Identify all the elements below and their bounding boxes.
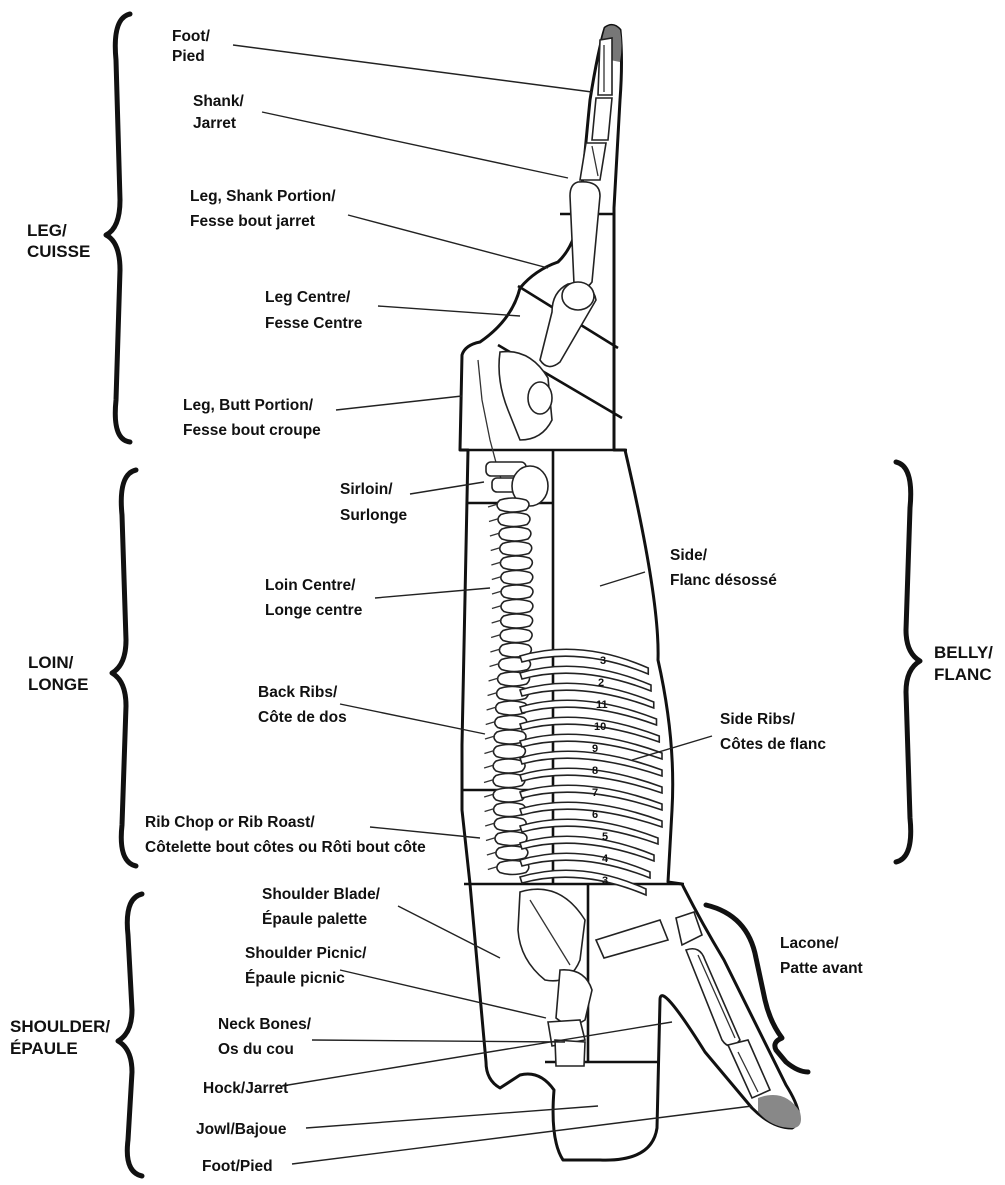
label-shank-en: Shank/ [193, 93, 245, 110]
rib-number: 9 [592, 743, 598, 755]
rib-number: 5 [602, 831, 608, 843]
label-leg-butt-portion: Leg, Butt Portion/ Fesse bout croupe [183, 397, 321, 439]
label-sirloin-en: Sirloin/ [340, 481, 393, 498]
label-leg-centre-fr: Fesse Centre [265, 315, 363, 332]
label-sirloin: Sirloin/ Surlonge [340, 481, 408, 524]
loin-brace [112, 470, 136, 866]
shoulder-brace [118, 894, 142, 1176]
label-side-fr: Flanc désossé [670, 572, 777, 589]
label-leg-centre-en: Leg Centre/ [265, 289, 351, 306]
label-leg-shank-portion-fr: Fesse bout jarret [190, 213, 315, 230]
label-leg-butt-portion-en: Leg, Butt Portion/ [183, 397, 314, 414]
label-back-ribs: Back Ribs/ Côte de dos [258, 684, 347, 726]
label-neck-bones: Neck Bones/ Os du cou [218, 1016, 315, 1058]
rib-number: 8 [592, 765, 598, 777]
label-loin-centre-fr: Longe centre [265, 602, 363, 619]
rib-number: 6 [592, 809, 598, 821]
group-belly: BELLY/ FLANC [934, 643, 998, 684]
label-foot-bottom: Foot/Pied [202, 1158, 273, 1175]
label-foot-top-en: Foot/ [172, 28, 211, 45]
group-shoulder-en: SHOULDER/ [10, 1017, 110, 1036]
label-sirloin-fr: Surlonge [340, 507, 408, 524]
label-leg-shank-portion-en: Leg, Shank Portion/ [190, 188, 336, 205]
vertebra [500, 629, 532, 643]
rib-number: 3 [600, 655, 606, 667]
group-leg: LEG/ CUISSE [27, 221, 90, 261]
label-shank-fr: Jarret [193, 115, 236, 132]
label-shoulder-blade-en: Shoulder Blade/ [262, 886, 381, 903]
label-jowl: Jowl/Bajoue [196, 1121, 287, 1138]
label-neck-bones-fr: Os du cou [218, 1041, 294, 1058]
vertebra [500, 542, 532, 556]
label-back-ribs-en: Back Ribs/ [258, 684, 338, 701]
group-loin-en: LOIN/ [28, 653, 74, 672]
rib-number: 4 [602, 853, 609, 865]
group-loin-fr: LONGE [28, 675, 88, 694]
vertebra [498, 513, 530, 527]
label-side-ribs-fr: Côtes de flanc [720, 736, 826, 753]
label-rib-chop-fr: Côtelette bout côtes ou Rôti bout côte [145, 839, 426, 856]
rib-number: 3 [602, 875, 608, 887]
vertebra [501, 614, 533, 628]
group-leg-en: LEG/ [27, 221, 67, 240]
label-back-ribs-fr: Côte de dos [258, 709, 347, 726]
leg-brace [106, 14, 130, 442]
vertebra [501, 600, 533, 614]
vertebra [497, 498, 529, 512]
label-rib-chop: Rib Chop or Rib Roast/ Côtelette bout cô… [145, 814, 426, 856]
label-foot-top-fr: Pied [172, 48, 205, 65]
label-lacone-en: Lacone/ [780, 935, 839, 952]
label-leg-butt-portion-fr: Fesse bout croupe [183, 422, 321, 439]
label-loin-centre-en: Loin Centre/ [265, 577, 356, 594]
label-shoulder-picnic: Shoulder Picnic/ Épaule picnic [245, 945, 371, 987]
label-leg-shank-portion: Leg, Shank Portion/ Fesse bout jarret [190, 188, 340, 230]
group-leg-fr: CUISSE [27, 242, 90, 261]
group-belly-en: BELLY/ [934, 643, 993, 662]
vertebra [493, 745, 525, 759]
label-rib-chop-en: Rib Chop or Rib Roast/ [145, 814, 315, 831]
label-side-en: Side/ [670, 547, 708, 564]
label-lacone: Lacone/ Patte avant [780, 935, 863, 977]
group-belly-fr: FLANC [934, 665, 992, 684]
label-shank: Shank/ Jarret [193, 93, 248, 132]
rib-number: 11 [596, 699, 608, 711]
vertebra [501, 571, 533, 585]
label-loin-centre: Loin Centre/ Longe centre [265, 577, 363, 619]
label-neck-bones-en: Neck Bones/ [218, 1016, 312, 1033]
belly-brace [896, 462, 920, 862]
group-shoulder-fr: ÉPAULE [10, 1039, 78, 1058]
group-loin: LOIN/ LONGE [28, 653, 88, 694]
label-lacone-fr: Patte avant [780, 960, 863, 977]
group-shoulder: SHOULDER/ ÉPAULE [10, 1017, 115, 1058]
label-shoulder-blade: Shoulder Blade/ Épaule palette [262, 886, 384, 928]
vertebra [499, 527, 531, 541]
rib-number: 2 [598, 677, 604, 689]
vertebra [500, 556, 532, 570]
rib-number: 10 [594, 721, 606, 733]
label-shoulder-picnic-en: Shoulder Picnic/ [245, 945, 367, 962]
label-side-ribs: Side Ribs/ Côtes de flanc [720, 711, 826, 753]
rib-number: 7 [592, 787, 598, 799]
label-foot-top: Foot/ Pied [172, 28, 214, 65]
label-side-ribs-en: Side Ribs/ [720, 711, 796, 728]
label-leg-centre: Leg Centre/ Fesse Centre [265, 289, 363, 332]
vertebra [501, 585, 533, 599]
label-shoulder-blade-fr: Épaule palette [262, 911, 367, 928]
label-shoulder-picnic-fr: Épaule picnic [245, 970, 345, 987]
label-hock: Hock/Jarret [203, 1080, 288, 1097]
label-side: Side/ Flanc désossé [670, 547, 777, 589]
